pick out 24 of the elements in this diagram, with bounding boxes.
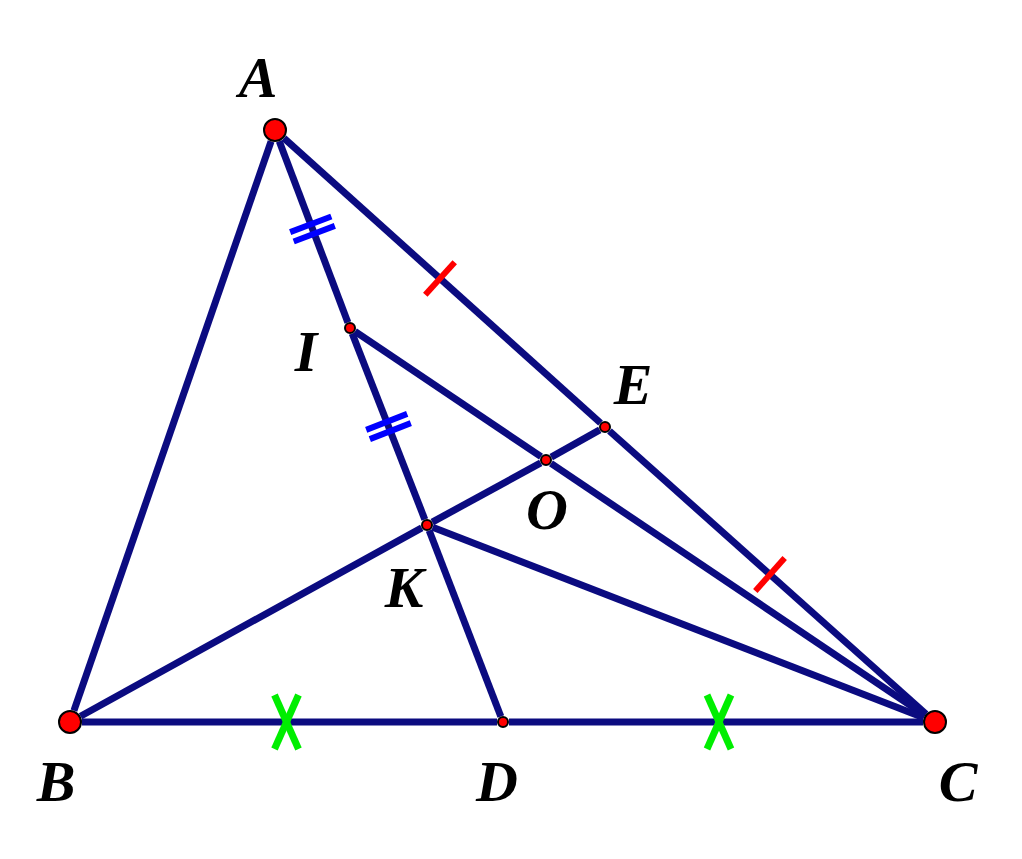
line-segment bbox=[70, 140, 275, 712]
line-segment bbox=[430, 459, 543, 526]
line-segment bbox=[348, 332, 429, 521]
point-dot bbox=[263, 118, 287, 142]
line-segment bbox=[425, 529, 505, 718]
point-label: E bbox=[613, 356, 653, 414]
line-segment bbox=[353, 328, 543, 460]
line-segment bbox=[549, 426, 602, 461]
line-segment bbox=[431, 523, 926, 721]
point-label: B bbox=[36, 753, 76, 811]
line-segment bbox=[82, 718, 497, 726]
point-label: D bbox=[476, 753, 518, 811]
point-dot bbox=[497, 716, 509, 728]
point-label: O bbox=[526, 481, 568, 539]
line-segment bbox=[78, 524, 424, 720]
point-dot bbox=[58, 710, 82, 734]
point-dot bbox=[344, 322, 356, 334]
point-label: C bbox=[938, 753, 978, 811]
line-segment bbox=[509, 718, 923, 726]
line-segment bbox=[275, 139, 352, 324]
point-label: I bbox=[294, 323, 318, 381]
line-segment bbox=[281, 135, 603, 426]
point-dot bbox=[923, 710, 947, 734]
point-label: A bbox=[238, 49, 278, 107]
